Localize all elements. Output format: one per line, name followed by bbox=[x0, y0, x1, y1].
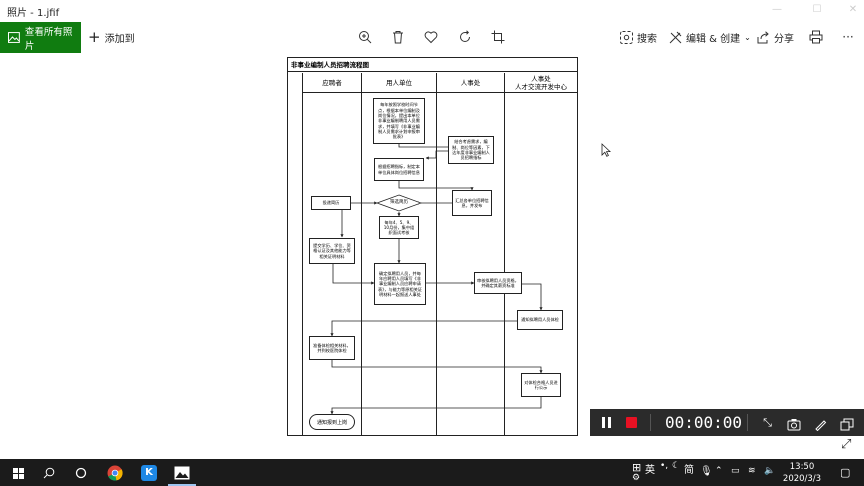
step-hr-review: 审核拟聘用人员资格，并确定其薪资标准 bbox=[474, 272, 522, 294]
edit-create-label: 编辑 & 创建 bbox=[686, 34, 741, 45]
print-icon[interactable] bbox=[808, 29, 824, 45]
step-publicize: 对体检合格人员进行公示 bbox=[521, 373, 561, 397]
step-notify-exam: 通知拟聘用人员体检 bbox=[517, 310, 563, 330]
separator bbox=[650, 414, 651, 431]
window-title: 照片 - 1.jfif bbox=[7, 8, 60, 19]
expand-icon[interactable]: ⤢ bbox=[841, 437, 852, 452]
step-confirm-hire: 确定拟聘用人员，并每年应聘用人员填写《非事业编制人员应聘申请表》，与能力等原相关… bbox=[374, 263, 426, 305]
task-view-icon[interactable] bbox=[71, 463, 91, 483]
more-icon[interactable]: ··· bbox=[842, 30, 854, 44]
pause-button[interactable] bbox=[601, 417, 612, 428]
ime-mode[interactable]: 简 bbox=[684, 465, 694, 476]
chevron-up-icon[interactable]: ⌃ bbox=[715, 466, 723, 476]
share-button[interactable]: 分享 bbox=[757, 22, 794, 53]
add-to-label: 添加到 bbox=[104, 34, 135, 45]
lane-header-applicant: 应聘者 bbox=[303, 73, 361, 93]
lane-divider bbox=[436, 73, 437, 436]
search-button[interactable]: 搜索 bbox=[620, 22, 657, 53]
fullscreen-icon[interactable]: ⤡ bbox=[763, 416, 772, 429]
step-employer-demand: 每年按照学校时间节点，根据本单位编制及岗位情况，提出本单位非事业编制聘用人员需求… bbox=[373, 98, 425, 144]
minimize-button[interactable]: — bbox=[772, 4, 782, 15]
delete-icon[interactable] bbox=[390, 29, 406, 45]
share-icon bbox=[757, 31, 769, 44]
volume-icon[interactable]: 🔈 bbox=[764, 466, 776, 476]
search-label: 搜索 bbox=[637, 34, 657, 45]
separator bbox=[747, 414, 748, 431]
share-label: 分享 bbox=[774, 34, 794, 45]
search-icon bbox=[620, 31, 633, 44]
flow-connectors bbox=[330, 135, 543, 415]
decision-screen-resume bbox=[376, 194, 422, 212]
plus-icon: + bbox=[88, 28, 101, 46]
notification-icon[interactable]: ▢ bbox=[840, 466, 851, 479]
step-submit-documents: 提交学历、学位、资格认证及其他能力等相关证明材料 bbox=[309, 238, 355, 264]
ime-settings-icon[interactable]: ⚙ bbox=[632, 473, 641, 483]
ime-language[interactable]: 英 bbox=[645, 465, 655, 476]
clock-time: 13:50 bbox=[789, 462, 815, 472]
ime-punctuation-icon[interactable]: •, bbox=[660, 461, 669, 471]
pen-icon[interactable] bbox=[814, 416, 827, 432]
decision-label: 筛选简历 bbox=[390, 200, 408, 205]
lane-divider bbox=[361, 73, 362, 436]
ime-grid-icon[interactable]: ⊞ bbox=[632, 461, 642, 474]
flowchart-title: 非事业编制人员招聘流程图 bbox=[288, 58, 577, 72]
chevron-down-icon: ⌄ bbox=[744, 33, 751, 42]
lane-divider bbox=[302, 73, 303, 436]
rotate-icon[interactable] bbox=[457, 29, 473, 45]
pause-icon bbox=[602, 417, 605, 428]
step-hr-quota: 结合考虑需求，编制、岗位等因素，下达年度非事业编制人员招聘指标 bbox=[448, 136, 494, 164]
wifi-icon[interactable]: ≋ bbox=[748, 466, 756, 476]
k-app-icon[interactable]: K bbox=[139, 463, 159, 483]
step-employer-post-info: 根据招聘指标，制定本单位具体岗位招聘信息 bbox=[374, 158, 424, 181]
clock[interactable]: 13:50 2020/3/3 bbox=[782, 461, 822, 485]
view-all-photos-label: 查看所有照片 bbox=[24, 26, 73, 52]
close-button[interactable]: ✕ bbox=[848, 4, 858, 15]
edit-icon bbox=[669, 31, 682, 44]
microphone-icon[interactable]: 🎙 bbox=[700, 466, 713, 477]
photo-icon bbox=[8, 32, 20, 43]
title-bar: 照片 - 1.jfif — ☐ ✕ bbox=[0, 0, 864, 22]
edit-create-button[interactable]: 编辑 & 创建 ⌄ bbox=[669, 22, 751, 53]
battery-icon[interactable]: ▭ bbox=[731, 466, 740, 476]
stop-record-button[interactable] bbox=[626, 417, 637, 428]
toolbar: 查看所有照片 + 添加到 搜索 编辑 & 创建 ⌄ bbox=[0, 22, 864, 53]
step-hr-publish: 汇总各单位招聘信息，并发布 bbox=[452, 190, 492, 216]
crop-icon[interactable] bbox=[490, 29, 506, 45]
step-medical-exam: 准备体检相关材料，并到校医院体检 bbox=[309, 336, 355, 360]
add-to-button[interactable]: + 添加到 bbox=[88, 22, 135, 53]
clock-date: 2020/3/3 bbox=[782, 474, 822, 484]
lane-header-hr: 人事处 bbox=[437, 73, 504, 93]
step-interview: 每年4、5、9、10月份，集中组织面试考核 bbox=[379, 216, 419, 239]
active-app-indicator bbox=[168, 484, 196, 486]
photos-taskbar-icon[interactable] bbox=[172, 463, 192, 483]
windows-start-icon[interactable] bbox=[8, 463, 28, 483]
favorite-icon[interactable] bbox=[423, 29, 439, 45]
camera-icon[interactable] bbox=[787, 416, 801, 431]
maximize-button[interactable]: ☐ bbox=[812, 4, 822, 15]
zoom-icon[interactable] bbox=[357, 29, 373, 45]
step-report-duty: 通知报到上岗 bbox=[309, 414, 355, 430]
view-all-photos-button[interactable]: 查看所有照片 bbox=[0, 22, 81, 53]
flowchart-image: 非事业编制人员招聘流程图 应聘者 用人单位 人事处 人事处 人才交流开发中心 bbox=[287, 57, 578, 436]
chrome-icon[interactable] bbox=[105, 463, 125, 483]
recording-toolbar: ⤡ bbox=[590, 409, 864, 436]
search-icon[interactable] bbox=[39, 463, 59, 483]
recording-timer: 00:00:00 bbox=[665, 413, 743, 432]
lane-header-talent-center: 人事处 人才交流开发中心 bbox=[505, 73, 577, 93]
pause-icon-bar bbox=[608, 417, 611, 428]
ime-moon-icon[interactable]: ☾ bbox=[672, 461, 681, 471]
taskbar: K ⊞ 英 •, ☾ 简 ⚙ 🎙 ⌃ ▭ ≋ 🔈 13:50 2020/3/3 … bbox=[0, 459, 864, 486]
mouse-cursor-icon bbox=[601, 143, 611, 157]
minimize-bar-icon[interactable] bbox=[840, 416, 854, 431]
lane-header-employer: 用人单位 bbox=[362, 73, 436, 93]
step-submit-resume: 投递简历 bbox=[311, 196, 351, 210]
lane-divider bbox=[504, 73, 505, 436]
